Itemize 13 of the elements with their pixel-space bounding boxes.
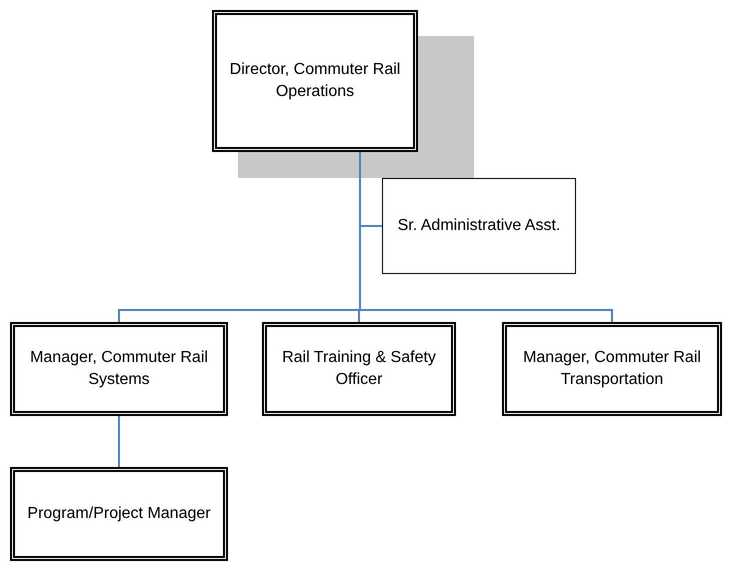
position-title: Manager, Commuter Rail Transportation (522, 348, 702, 390)
position-title: Program/Project Manager (27, 504, 211, 524)
org-box (502, 322, 722, 416)
connector-line (118, 416, 120, 467)
position-title: Rail Training & Safety Officer (281, 348, 437, 390)
position-title: Sr. Administrative Asst. (398, 216, 560, 236)
org-box (262, 322, 456, 416)
org-box (382, 178, 576, 274)
position-title: Director, Commuter Rail Operations (228, 60, 402, 102)
position-title: Manager, Commuter Rail Systems (29, 348, 209, 390)
org-box (10, 322, 228, 416)
org-box (212, 10, 418, 152)
org-box (10, 467, 228, 561)
